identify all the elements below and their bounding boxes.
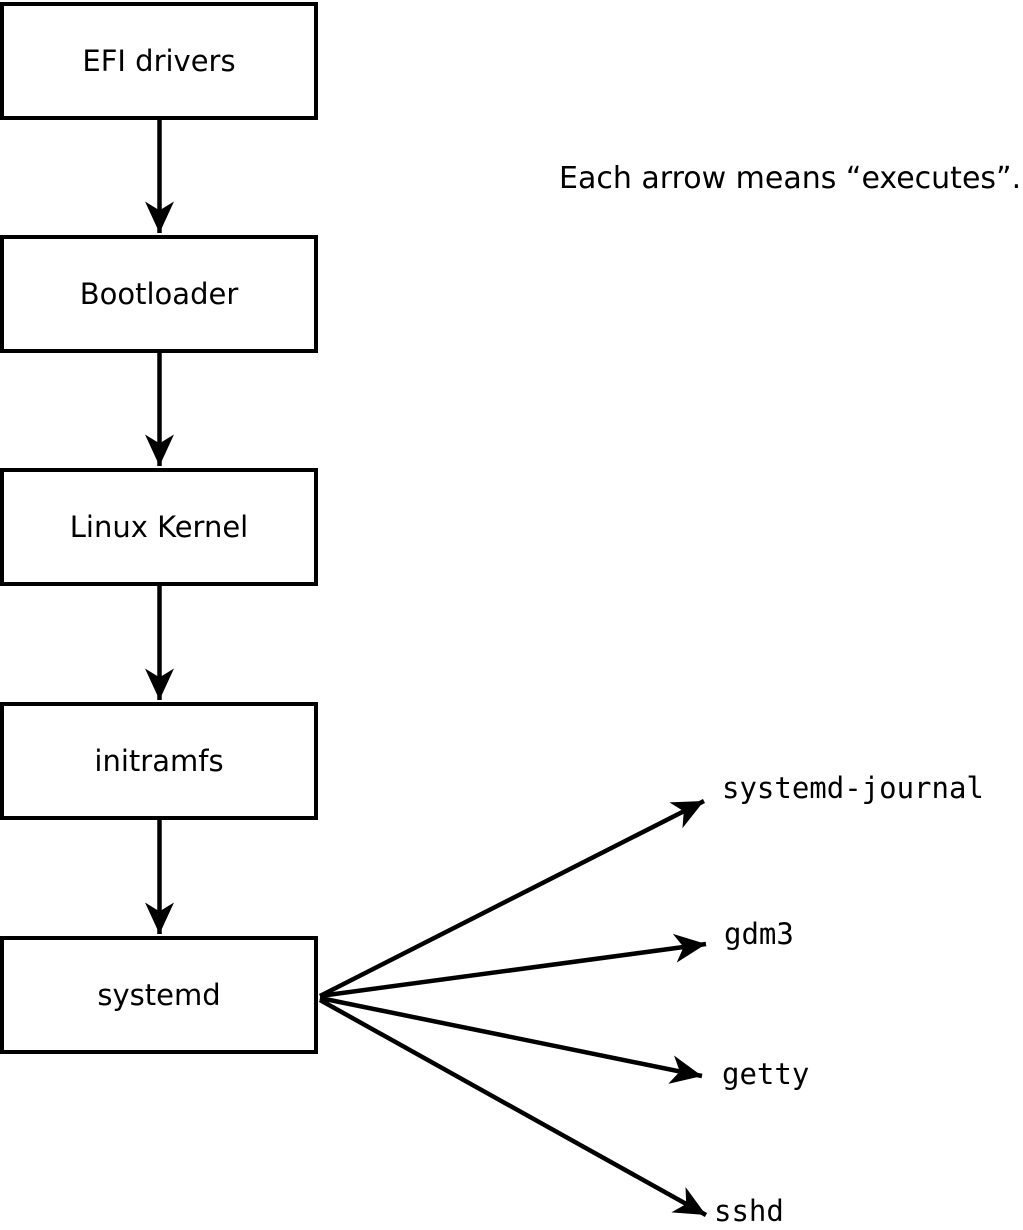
node-efi-drivers: EFI drivers: [0, 2, 318, 120]
node-bootloader: Bootloader: [0, 235, 318, 353]
node-systemd: systemd: [0, 936, 318, 1054]
arrow-systemd-to-gdm3: [319, 933, 707, 999]
process-label-sshd: sshd: [714, 1194, 784, 1228]
process-label-gdm3: gdm3: [724, 917, 794, 951]
arrow-systemd-to-sshd: [318, 998, 708, 1217]
arrow-systemd-to-journal: [318, 798, 706, 999]
arrow-meaning-note: Each arrow means “executes”.: [559, 161, 1022, 196]
node-systemd-label: systemd: [97, 978, 221, 1012]
node-linux-kernel: Linux Kernel: [0, 468, 318, 586]
node-linux-kernel-label: Linux Kernel: [69, 510, 249, 544]
node-bootloader-label: Bootloader: [79, 277, 239, 311]
process-label-getty: getty: [722, 1057, 810, 1091]
process-label-systemd-journal: systemd-journal: [722, 771, 984, 805]
arrow-systemd-to-getty: [319, 995, 703, 1084]
node-initramfs: initramfs: [0, 702, 318, 820]
node-efi-drivers-label: EFI drivers: [82, 44, 236, 78]
node-initramfs-label: initramfs: [94, 744, 224, 778]
